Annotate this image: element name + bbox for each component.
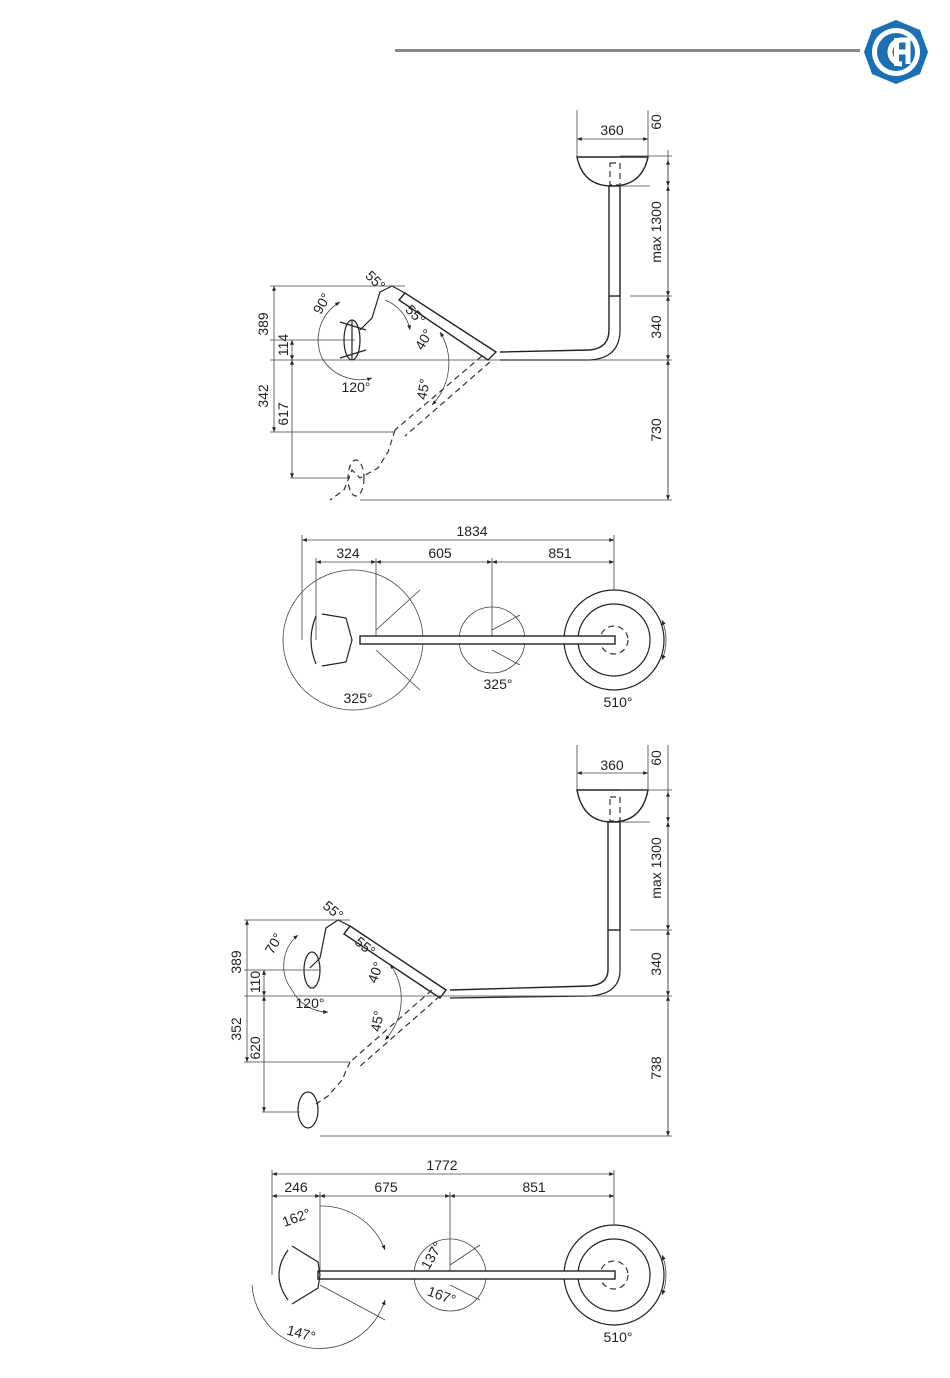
lower-arm-dashed-2 [350, 990, 440, 1068]
dim-352: 352 [228, 1017, 244, 1041]
dim-canopy-width-2: 360 [600, 757, 624, 773]
angle-40-2: 40° [364, 960, 386, 985]
dim-675: 675 [374, 1179, 398, 1195]
dim-617: 617 [275, 402, 291, 426]
ceiling-canopy [577, 157, 648, 186]
angle-162: 162° [280, 1205, 313, 1230]
top-side-view: 360 60 max 1300 340 730 389 114 342 617 … [255, 110, 672, 500]
dim-lower-height: 730 [648, 418, 664, 442]
lamp-head-lower-2 [298, 1092, 318, 1128]
dim-canopy-height: 60 [648, 114, 664, 130]
angle-510-2: 510° [604, 1329, 633, 1345]
dim-342: 342 [255, 384, 271, 408]
bottom-plan-view: 1772 246 675 851 162° 137° 167° 147° 510… [252, 1157, 666, 1349]
dim-canopy-height-2: 60 [648, 750, 664, 766]
angle-70: 70° [261, 930, 285, 956]
angle-147: 147° [285, 1322, 317, 1345]
angle-45: 45° [413, 377, 432, 401]
dim-total-length: 1834 [456, 523, 487, 539]
arm-plan [360, 636, 615, 644]
dim-389-2: 389 [228, 950, 244, 974]
dim-114: 114 [275, 334, 291, 357]
dim-851: 851 [548, 545, 572, 561]
dim-605: 605 [428, 545, 452, 561]
dim-canopy-width: 360 [600, 122, 624, 138]
angle-120: 120° [342, 379, 371, 395]
angle-40: 40° [411, 326, 435, 352]
angle-510: 510° [604, 694, 633, 710]
angle-90: 90° [309, 290, 333, 316]
dim-851-2: 851 [522, 1179, 546, 1195]
arm-plan-2 [318, 1271, 615, 1279]
dim-tube-length: max 1300 [648, 201, 664, 263]
angle-120-2: 120° [296, 995, 325, 1011]
dim-110: 110 [247, 971, 263, 994]
dim-tube-length-2: max 1300 [648, 837, 664, 899]
dim-bend-height-2: 340 [648, 952, 664, 976]
dim-324: 324 [336, 545, 360, 561]
dim-389: 389 [255, 312, 271, 336]
dim-620: 620 [247, 1036, 263, 1060]
tube-bend [500, 296, 609, 352]
suspension-tube [609, 186, 620, 296]
angle-325-a: 325° [344, 690, 373, 706]
lamp-head-lower [348, 460, 364, 496]
angle-45-2: 45° [367, 1009, 386, 1033]
ceiling-canopy-2 [577, 790, 648, 822]
angle-137: 137° [417, 1239, 445, 1272]
dim-lower-height-2: 738 [648, 1056, 664, 1080]
dim-bend-height: 340 [648, 315, 664, 339]
dim-246: 246 [284, 1179, 308, 1195]
suspension-tube-2 [608, 822, 620, 930]
dim-total-length-2: 1772 [426, 1157, 457, 1173]
top-plan-view: 1834 324 605 851 325° 325° 510° [283, 523, 666, 710]
lower-arm-dashed [395, 356, 490, 436]
angle-325-b: 325° [484, 676, 513, 692]
bottom-side-view: 360 60 max 1300 340 738 389 110 352 620 … [228, 745, 672, 1136]
angle-55-a-2: 55° [320, 897, 347, 923]
